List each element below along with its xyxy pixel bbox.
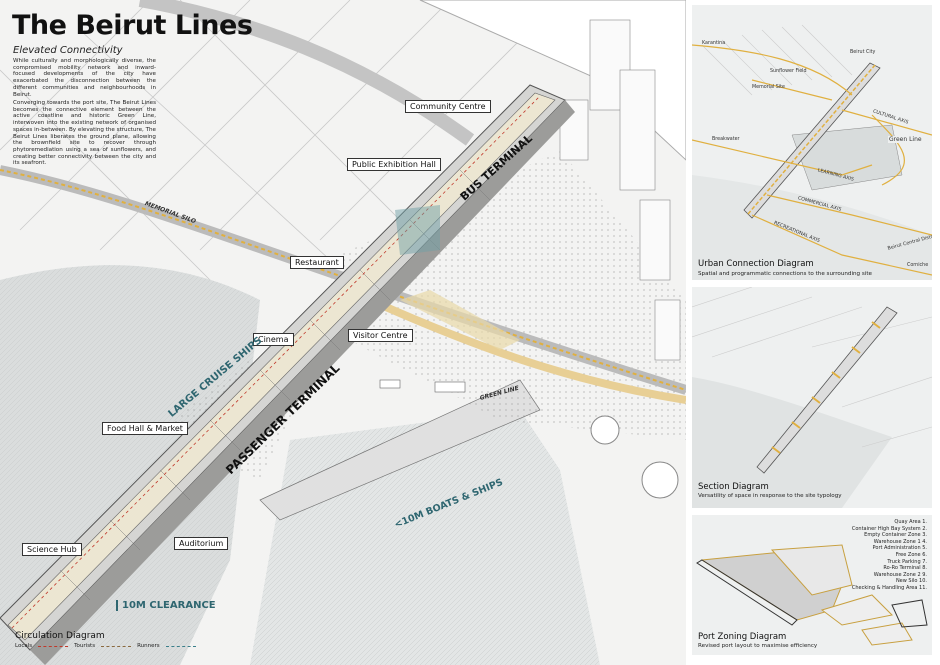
zone-item: Truck Parking 7. <box>887 558 927 565</box>
runners-line-icon <box>165 645 196 647</box>
tag-beirut-city: Beirut City <box>850 50 876 55</box>
urban-connection-map <box>692 24 932 280</box>
locals-line-icon <box>38 645 69 647</box>
zone-item: New Silo 10. <box>895 578 927 585</box>
zone-item: Warehouse Zone 1 4. <box>873 538 927 545</box>
label-exhibition-hall: Public Exhibition Hall <box>347 158 441 171</box>
zone-item: Checking & Handling Area 11. <box>851 584 927 591</box>
section-map <box>692 287 932 508</box>
urban-connection-panel: Beirut City Sunflower Field Memorial Sit… <box>692 5 932 280</box>
section-title: Section Diagram <box>698 482 769 492</box>
section-panel: Section Diagram Versatility of space in … <box>692 287 932 508</box>
zone-item: Port Administration 5. <box>872 545 927 552</box>
tag-sunflower-field: Sunflower Field <box>770 69 807 74</box>
urban-title: Urban Connection Diagram <box>698 259 814 269</box>
legend-tourists: Tourists <box>74 643 96 649</box>
circulation-legend: Locals Tourists Runners <box>15 643 196 649</box>
label-restaurant: Restaurant <box>290 256 344 269</box>
poster-subtitle: Elevated Connectivity <box>13 45 123 56</box>
axonometric-illustration <box>0 0 686 665</box>
port-zoning-map <box>696 544 928 646</box>
city-grid <box>0 0 561 291</box>
elevated-structure <box>0 84 575 665</box>
zone-item: Ro-Ro Terminal 8. <box>883 565 927 572</box>
main-axonometric-drawing: The Beirut Lines Elevated Connectivity W… <box>0 0 686 665</box>
intro-paragraph: While culturally and morphologically div… <box>13 58 156 98</box>
zone-item: Warehouse Zone 2 9. <box>873 571 927 578</box>
label-auditorium: Auditorium <box>174 537 229 550</box>
tourists-line-icon <box>101 645 132 647</box>
city-buildings <box>559 19 681 361</box>
legend-runners: Runners <box>137 643 160 649</box>
zoning-title: Port Zoning Diagram <box>698 632 787 642</box>
label-cinema: Cinema <box>253 333 294 346</box>
tag-breakwater: Breakwater <box>712 137 740 142</box>
zone-item: Free Zone 6. <box>895 551 927 558</box>
section-subtitle: Versatility of space in response to the … <box>698 493 842 499</box>
tag-corniche: Corniche <box>907 263 929 268</box>
zone-item: Container High Bay System 2. <box>851 525 927 532</box>
label-visitor-centre: Visitor Centre <box>348 329 413 342</box>
tag-karantina: Karantina <box>702 41 726 46</box>
label-science-hub: Science Hub <box>22 543 82 556</box>
urban-subtitle: Spatial and programmatic connections to … <box>698 271 872 277</box>
label-community-centre: Community Centre <box>405 100 491 113</box>
zoning-subtitle: Revised port layout to maximise efficien… <box>698 643 818 649</box>
circulation-title: Circulation Diagram <box>15 631 105 641</box>
zone-item: Quay Area 1. <box>894 519 927 525</box>
label-food-hall: Food Hall & Market <box>102 422 188 435</box>
zone-item: Empty Container Zone 3. <box>864 532 927 539</box>
poster-title: The Beirut Lines <box>12 10 253 41</box>
port-zoning-panel: Quay Area 1. Container High Bay System 2… <box>692 515 932 655</box>
concept-paragraph: Converging towards the port site, The Be… <box>13 100 156 167</box>
tag-green-line: Green Line <box>888 136 923 143</box>
clearance-text: 10M CLEARANCE <box>116 600 216 611</box>
zone-legend: Quay Area 1. Container High Bay System 2… <box>852 519 927 592</box>
legend-locals: Locals <box>15 643 33 649</box>
tag-memorial-site: Memorial Site <box>752 85 786 90</box>
